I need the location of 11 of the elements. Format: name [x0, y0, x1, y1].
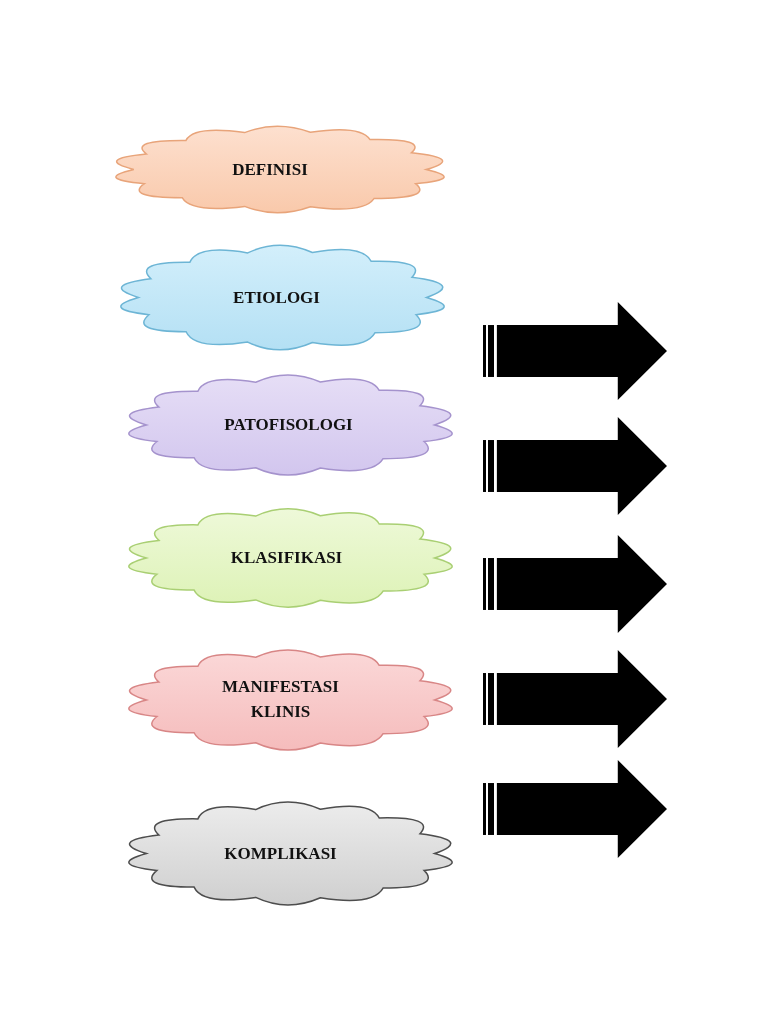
- block-arrow: [482, 417, 668, 515]
- cloud-label: KOMPLIKASI: [224, 842, 337, 865]
- block-arrow: [482, 650, 668, 748]
- block-arrow: [482, 302, 668, 400]
- cloud-label: DEFINISI: [232, 158, 308, 181]
- block-arrow: [482, 760, 668, 858]
- block-arrow: [482, 535, 668, 633]
- cloud-label: MANIFESTASI KLINIS: [221, 676, 340, 723]
- cloud-label: ETIOLOGI: [233, 286, 320, 309]
- cloud-label: PATOFISOLOGI: [224, 413, 353, 436]
- cloud-label: KLASIFIKASI: [230, 546, 343, 569]
